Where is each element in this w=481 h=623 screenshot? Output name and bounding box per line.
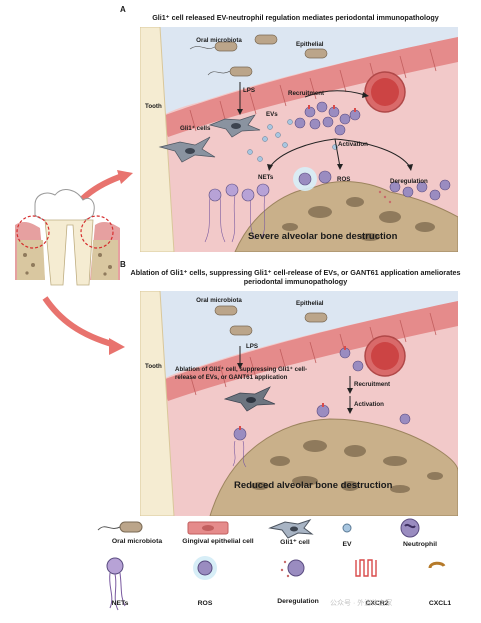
legend-label-neutrophil: Neutrophil (403, 541, 437, 548)
epithelial-cell-icon (187, 521, 229, 535)
b-activation-label: Activation (354, 401, 384, 408)
a-nets-label: NETs (258, 174, 274, 181)
tooth (140, 27, 175, 252)
a-tooth-label: Tooth (145, 103, 162, 110)
epithelium-band (160, 37, 458, 137)
watermark: 公众号 · 外泌体之家 (330, 600, 393, 607)
a-ros-label: ROS (337, 176, 351, 183)
cxcl1-icon (428, 561, 446, 569)
focus-circle-right (80, 215, 114, 249)
recruitment-arrow (304, 90, 366, 98)
b-outcome-label: Reduced alveolar bone destruction (234, 480, 393, 491)
root (44, 219, 94, 286)
a-recruitment-label: Recruitment (288, 90, 325, 97)
bacteria-group (214, 34, 328, 77)
legend-label-epithelial-cell: Gingival epithelial cell (182, 538, 254, 545)
panel-b-letter: B (120, 260, 126, 269)
a-outcome-label: Severe alveolar bone destruction (248, 231, 398, 242)
legend-label-deregulation: Deregulation (277, 598, 319, 605)
legend-label-gli1-cell: Gli1⁺ cell (280, 539, 310, 546)
panel-a-letter: A (120, 5, 126, 14)
b-lps-label: LPS (246, 343, 259, 350)
legend-label-oral-microbiota: Oral microbiota (111, 538, 163, 545)
cxcr2-icon (355, 559, 377, 577)
b-tooth-label: Tooth (145, 363, 162, 370)
a-gli1-cells-label: Gli1⁺ cells (180, 125, 211, 132)
focus-circle-left (16, 215, 50, 249)
a-epithelial-label: Epithelial (296, 41, 324, 48)
arrow-to-panel-b (42, 296, 116, 348)
deregulation-icon (280, 559, 305, 578)
b-recruitment-label: Recruitment (354, 381, 391, 388)
legend-label-ev: EV (342, 541, 352, 548)
panel-a-illustration (140, 27, 458, 252)
legend-label-cxcr2: CXCR2 (365, 600, 389, 607)
b-intervention-label: Ablation of Gli1⁺ cell, suppressing Gli1… (175, 366, 308, 381)
bone-overview (17, 240, 45, 280)
a-evs-label: EVs (266, 111, 278, 118)
legend-label-nets: NETs (111, 600, 129, 607)
nets-icon (106, 557, 126, 611)
a-oral-microbiota-label: Oral microbiota (196, 37, 242, 44)
panel-a-title: Gli1⁺ cell released EV-neutrophil regula… (152, 13, 439, 22)
a-lps-label: LPS (243, 87, 256, 94)
nets-cluster (204, 194, 266, 243)
activation-arrows (269, 138, 411, 168)
panel-b-title: Ablation of Gli1⁺ cells, suppressing Gli… (130, 268, 461, 286)
legend-label-ros: ROS (197, 600, 213, 607)
alveolar-bone (234, 181, 458, 252)
a-deregulation-label: Deregulation (390, 178, 428, 185)
gli1-cell-icon (268, 519, 314, 539)
ros-icon (193, 556, 217, 580)
a-activation-label: Activation (338, 141, 368, 148)
tooth-overview-diagram (15, 170, 133, 355)
legend-icons (97, 518, 446, 611)
neutrophil-cluster (294, 101, 361, 136)
ev-icon (342, 523, 352, 533)
b-oral-microbiota-label: Oral microbiota (196, 297, 242, 304)
legend-label-cxcl1: CXCL1 (428, 600, 452, 607)
panel-b-illustration (140, 291, 458, 516)
bacterium-icon (97, 521, 143, 533)
deregulation-cluster (389, 179, 451, 201)
b-epithelial-label: Epithelial (296, 300, 324, 307)
neutrophil-icon (400, 518, 420, 538)
